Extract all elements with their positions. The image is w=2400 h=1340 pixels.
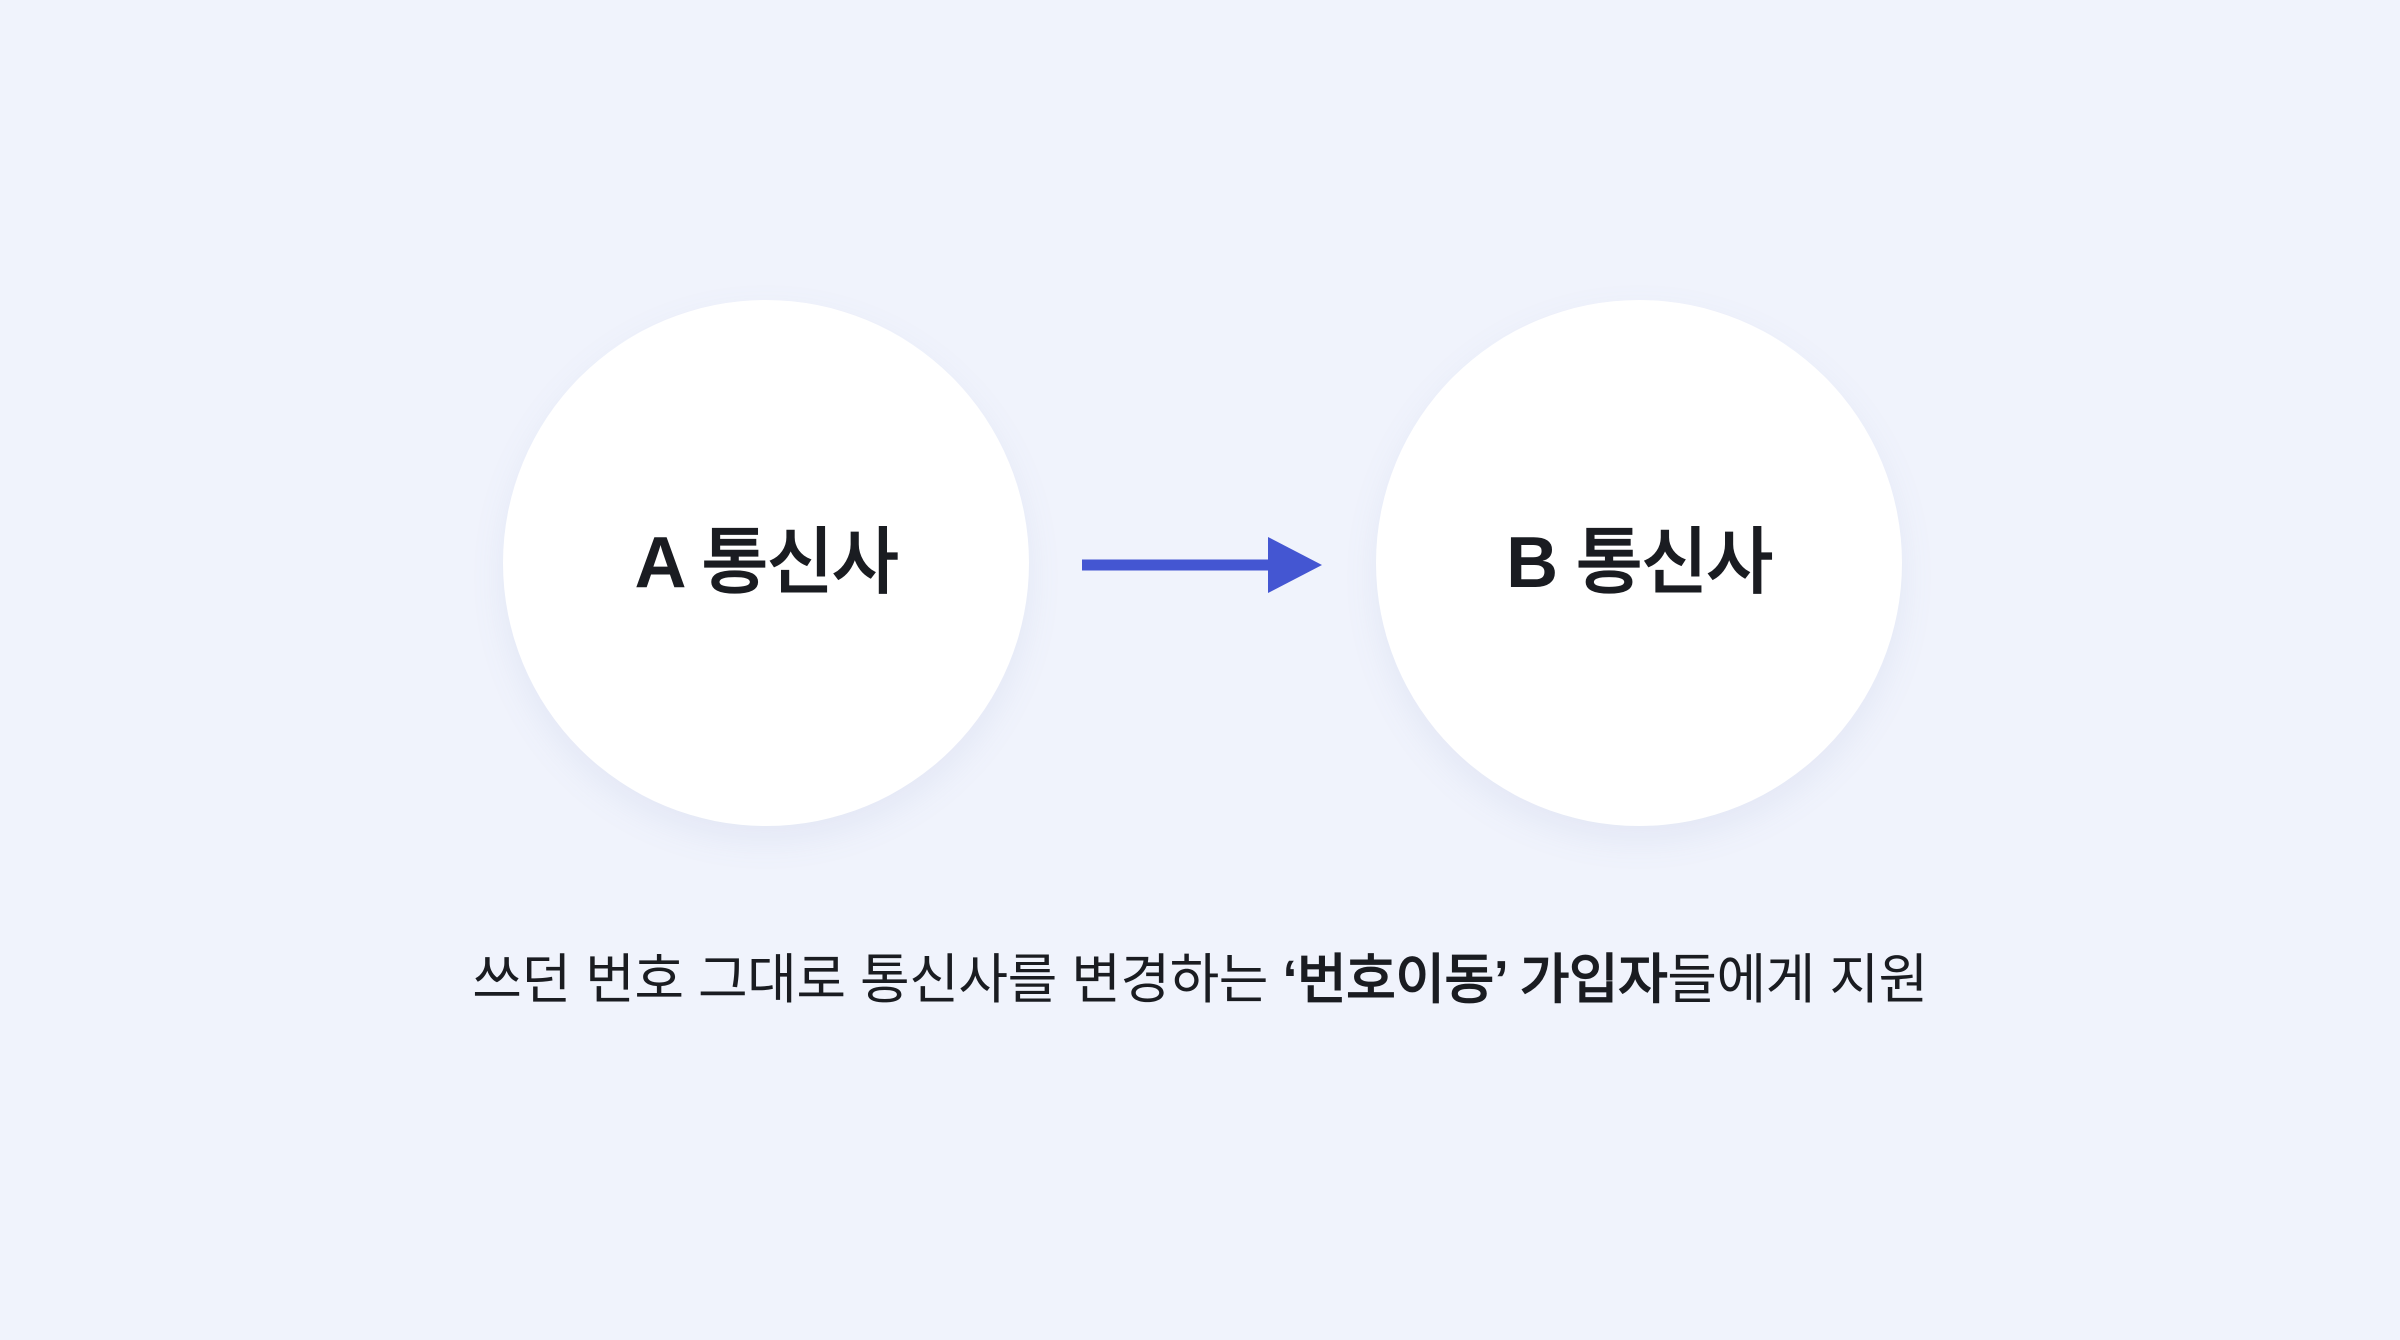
caption-suffix: 들에게 지원 (1667, 950, 1928, 1010)
caption-bold-phrase: ‘번호이동’ 가입자 (1282, 950, 1668, 1010)
right-arrow-icon (1082, 534, 1322, 596)
carrier-a-circle: A 통신사 (503, 300, 1029, 826)
caption-prefix: 쓰던 번호 그대로 통신사를 변경하는 (472, 950, 1283, 1010)
carrier-a-label: A 통신사 (634, 523, 898, 603)
carrier-b-label: B 통신사 (1506, 523, 1773, 603)
carrier-b-circle: B 통신사 (1376, 300, 1902, 826)
caption: 쓰던 번호 그대로 통신사를 변경하는 ‘번호이동’ 가입자들에게 지원 (0, 941, 2400, 1019)
